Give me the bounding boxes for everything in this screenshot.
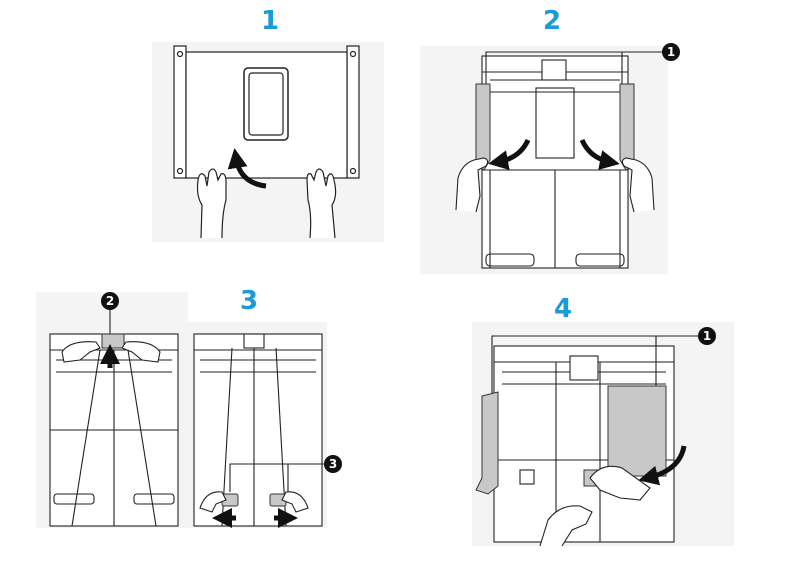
step-4-side-cover xyxy=(475,391,499,495)
step-3-left-figure xyxy=(49,302,179,527)
step-3-left-hand-icons xyxy=(61,341,161,363)
step-number-1: 1 xyxy=(260,6,280,36)
step-1-curved-arrow-icon xyxy=(227,148,267,189)
step-1-hand-icon-left xyxy=(196,168,227,239)
step-1-hand-icon-right xyxy=(306,168,337,239)
step-number-3: 3 xyxy=(239,286,259,316)
step-3-right-hand-icons xyxy=(199,491,309,513)
callout-1-step-4: 1 xyxy=(698,327,716,345)
step-number-4: 4 xyxy=(553,294,573,324)
step-4-curved-arrow-icon xyxy=(638,445,687,486)
callout-2-step-3: 2 xyxy=(101,292,119,310)
step-4-hand-icons xyxy=(539,465,651,547)
step-number-2: 2 xyxy=(542,6,562,36)
step-1-figure xyxy=(173,45,360,179)
callout-3-step-3: 3 xyxy=(324,455,342,473)
step-2-hand-icons xyxy=(455,157,655,213)
step-2-curved-arrow-icons xyxy=(488,138,620,171)
step-4-figure xyxy=(491,335,698,543)
step-3-release-tab xyxy=(101,333,125,349)
callout-1-step-2: 1 xyxy=(662,43,680,61)
